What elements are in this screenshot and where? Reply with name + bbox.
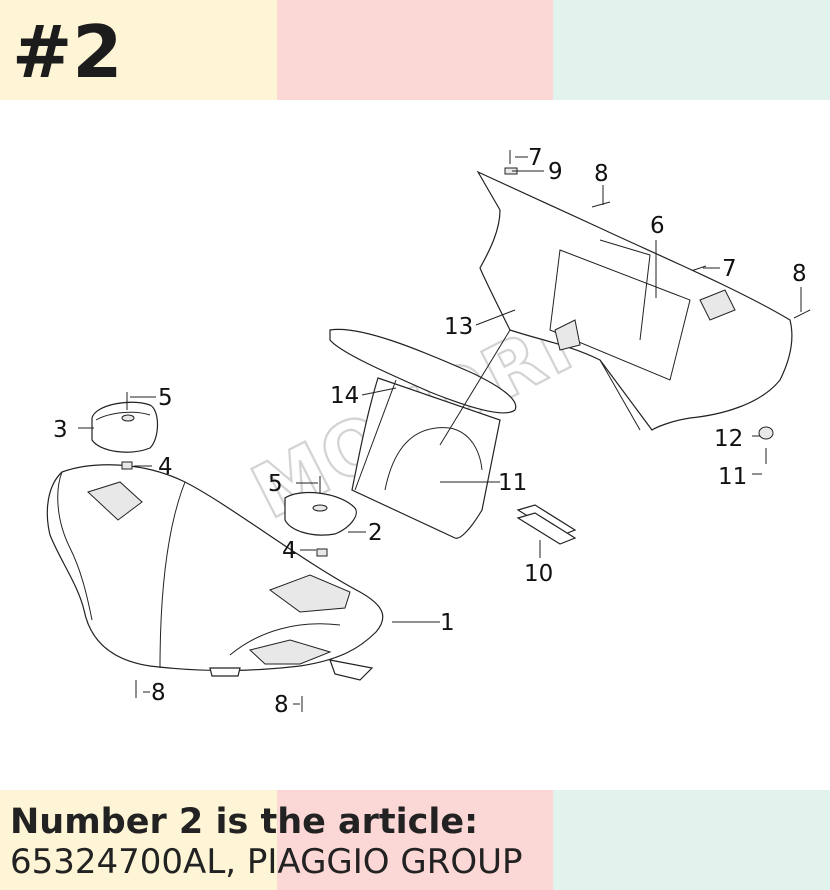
leader-lines (78, 156, 802, 705)
callout-4-center: 4 (282, 538, 297, 564)
part-3-cap (91, 401, 159, 453)
callout-14: 14 (330, 383, 359, 409)
callout-7-right: 7 (722, 256, 737, 282)
band-mint-segment (553, 790, 830, 890)
callout-13: 13 (444, 314, 473, 340)
bottom-color-band (0, 790, 830, 890)
callout-1: 1 (440, 610, 455, 636)
callout-6: 6 (650, 213, 665, 239)
band-yellow-segment (0, 0, 277, 100)
callout-8-top: 8 (594, 161, 609, 187)
band-mint-segment (553, 0, 830, 100)
fasteners (121, 150, 811, 712)
part-13-rear-cover (439, 170, 793, 446)
callout-4-left: 4 (158, 454, 173, 480)
callout-11-right: 11 (718, 464, 747, 490)
article-number: 65324700AL, PIAGGIO GROUP (10, 842, 523, 882)
caption-title: Number 2 is the article: (10, 802, 479, 842)
top-color-band (0, 0, 830, 100)
band-pink-segment (276, 0, 554, 100)
callout-8-right: 8 (792, 261, 807, 287)
callout-3: 3 (53, 417, 68, 443)
callout-7-top: 7 (528, 145, 543, 171)
item-number-badge: #2 (12, 10, 123, 94)
callout-8-bottom-left: 8 (151, 680, 166, 706)
callout-10: 10 (524, 561, 553, 587)
callout-2: 2 (368, 520, 383, 546)
callout-labels: 1 2 3 4 4 5 5 6 7 7 8 8 8 8 9 10 11 11 1… (53, 145, 807, 718)
callout-12: 12 (714, 426, 743, 452)
band-yellow-segment (0, 790, 277, 890)
exploded-parts-diagram: MOTORFRA (46, 145, 811, 718)
part-14-inner-panel (329, 328, 517, 539)
part-2-cap (284, 491, 357, 536)
callout-11-center: 11 (498, 470, 527, 496)
callout-8-bottom-center: 8 (274, 692, 289, 718)
part-handlebar-cover-front (46, 464, 384, 681)
callout-5-center: 5 (268, 471, 283, 497)
callout-5-left: 5 (158, 385, 173, 411)
callout-9: 9 (548, 159, 563, 185)
band-pink-segment (276, 790, 554, 890)
part-10-bracket (516, 504, 577, 545)
